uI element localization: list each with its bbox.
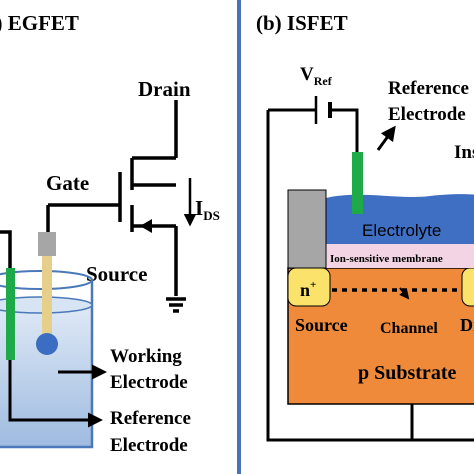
working-electrode xyxy=(36,232,58,355)
reference-electrode-a xyxy=(0,230,15,360)
reference-label-a-1: Reference xyxy=(110,408,191,429)
panel-b-title: (b) ISFET xyxy=(256,11,348,35)
drain-label: Drain xyxy=(138,77,191,101)
n-plus-drain-region xyxy=(461,267,474,307)
reference-electrode-b xyxy=(352,152,363,214)
beaker xyxy=(0,270,94,449)
vref-label: VRef xyxy=(300,64,333,88)
working-label-1: Working xyxy=(110,346,182,367)
insulator-block xyxy=(287,189,327,269)
isfet-drain-label: Drain xyxy=(460,315,474,335)
isfet-circuit xyxy=(266,108,474,442)
source-arrow xyxy=(140,219,152,233)
reference-label-a-2: Electrode xyxy=(110,435,188,456)
source-label: Source xyxy=(86,262,147,286)
isfet-source-label: Source xyxy=(295,315,348,335)
electrolyte-label: Electrolyte xyxy=(362,221,441,240)
working-label-2: Electrode xyxy=(110,372,188,393)
mosfet-symbol xyxy=(46,100,186,313)
ion-sensitive-membrane xyxy=(326,244,474,268)
ids-label: IDS xyxy=(195,196,220,223)
n-plus-label: n+ xyxy=(300,279,316,300)
gate-label: Gate xyxy=(46,171,89,195)
reference-arrow-b xyxy=(376,125,396,151)
membrane-label: Ion-sensitive membrane xyxy=(330,253,443,265)
channel-label: Channel xyxy=(380,320,438,337)
reference-arrow-a xyxy=(8,360,103,428)
insulator-label: Insulator xyxy=(454,142,474,163)
panel-a-title: (a) EGFET xyxy=(0,11,79,35)
channel-arrow xyxy=(399,287,410,300)
reference-label-b-2: Electrode xyxy=(388,104,466,125)
substrate-label: p Substrate xyxy=(358,362,456,384)
reference-label-b-1: Reference xyxy=(388,78,469,99)
